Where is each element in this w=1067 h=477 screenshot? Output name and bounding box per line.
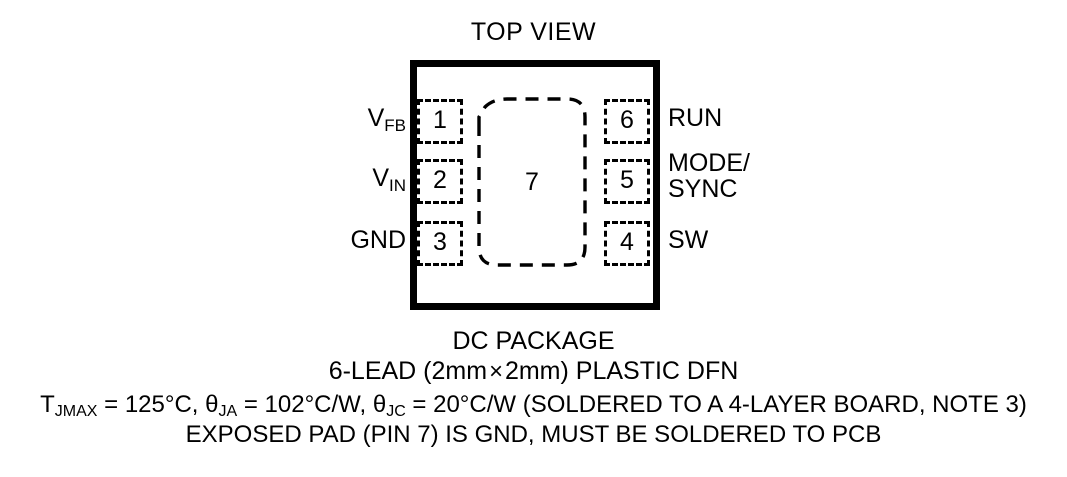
lead-desc-post: 2mm) PLASTIC DFN <box>504 357 739 385</box>
pin-label-gnd-base: GND <box>350 226 406 254</box>
lead-desc-pre: 6-LEAD (2mm <box>328 357 488 385</box>
pin-label-vin: VIN <box>0 164 406 195</box>
theta-jc-subscript: JC <box>386 403 406 421</box>
pin-pad-6: 6 <box>604 99 650 144</box>
pin-label-sw-text: SW <box>668 226 709 254</box>
pin-pad-4: 4 <box>604 221 650 266</box>
pin-pad-1: 1 <box>417 99 463 144</box>
pin-number-1: 1 <box>433 106 447 134</box>
exposed-pad-note-caption: EXPOSED PAD (PIN 7) IS GND, MUST BE SOLD… <box>185 421 882 448</box>
pin-label-mode-text: MODE/ <box>668 149 750 177</box>
theta-ja-value: = 102°C/W, <box>237 391 373 418</box>
pin-label-vfb-base: V <box>367 104 385 132</box>
pin-number-4: 4 <box>620 228 634 256</box>
theta-ja-subscript: JA <box>218 403 238 421</box>
pin-number-3: 3 <box>433 228 447 256</box>
pin-label-run: RUN <box>668 105 722 131</box>
lead-description-caption: 6-LEAD (2mm×2mm) PLASTIC DFN <box>0 357 1067 386</box>
pin-pad-5: 5 <box>604 159 650 204</box>
pin-number-5: 5 <box>620 166 634 194</box>
thermal-spec-caption: TJMAX = 125°C, θJA = 102°C/W, θJC = 20°C… <box>0 391 1067 421</box>
exposed-pad-outline <box>477 97 587 267</box>
exposed-pad-number-text: 7 <box>525 167 539 196</box>
pin-number-6: 6 <box>620 106 634 134</box>
pin-label-vfb-sub: FB <box>384 115 406 135</box>
theta-jc-value: = 20°C/W (SOLDERED TO A 4-LAYER BOARD, N… <box>405 391 1027 418</box>
pin-label-sync-text: SYNC <box>668 175 738 203</box>
exposed-pad-number: 7 <box>477 97 587 267</box>
tjmax-value: = 125°C, <box>97 391 206 418</box>
tjmax-symbol: T <box>40 391 55 418</box>
theta-jc-symbol: θ <box>372 391 387 418</box>
pin-label-mode-sync: MODE/ SYNC <box>668 150 750 202</box>
pin-label-sw: SW <box>668 227 708 253</box>
view-title: TOP VIEW <box>470 18 597 46</box>
tjmax-subscript: JMAX <box>54 403 98 421</box>
multiply-icon: × <box>489 358 503 385</box>
pin-label-vfb: VFB <box>0 104 406 135</box>
pin-label-vin-sub: IN <box>389 175 406 195</box>
pin-number-2: 2 <box>433 166 447 194</box>
pin-pad-2: 2 <box>417 159 463 204</box>
package-name-caption: DC PACKAGE <box>452 327 615 355</box>
pin-pad-3: 3 <box>417 221 463 266</box>
pin-label-gnd: GND <box>0 227 406 253</box>
pin-label-run-text: RUN <box>668 104 723 132</box>
pin-label-vin-base: V <box>372 164 389 192</box>
theta-ja-symbol: θ <box>205 391 219 418</box>
